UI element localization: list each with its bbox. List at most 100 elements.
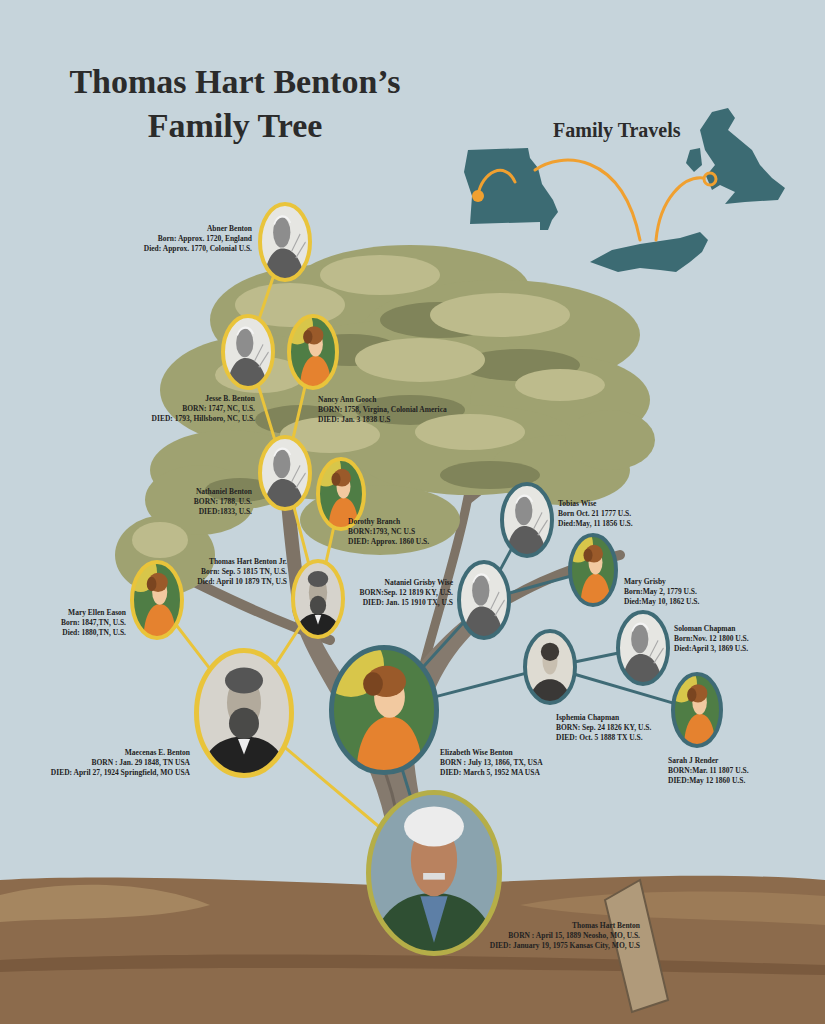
portrait-bun bbox=[332, 473, 341, 486]
family-link bbox=[177, 626, 210, 668]
portrait-frame bbox=[568, 533, 618, 607]
portrait-art bbox=[221, 314, 275, 390]
person-name: Nataniel Grisby Wise bbox=[360, 578, 454, 588]
portrait-sketch bbox=[490, 592, 504, 616]
foliage-base bbox=[115, 245, 655, 595]
life-dates: Died:April 3, 1869 U.S. bbox=[674, 644, 749, 654]
life-dates: BORN:Mar. 11 1807 U.S. bbox=[668, 766, 749, 776]
life-dates: BORN : July 13, 1866, TX, USA bbox=[440, 758, 543, 768]
portrait-picture bbox=[666, 664, 723, 748]
portrait-art bbox=[258, 435, 312, 511]
life-dates: DIED: January 19, 1975 Kansas City, MO, … bbox=[490, 941, 640, 951]
missouri-map bbox=[464, 148, 558, 230]
portrait-bun bbox=[147, 577, 157, 591]
portrait-border bbox=[132, 562, 182, 638]
portrait-head bbox=[273, 217, 290, 247]
person-caption: Sarah J RenderBORN:Mar. 11 1807 U.S.DIED… bbox=[668, 756, 749, 786]
family-link bbox=[500, 549, 511, 569]
life-dates: DIED: 1793, Hillsboro, NC, U.S. bbox=[152, 414, 255, 424]
portrait-border bbox=[369, 793, 500, 954]
portrait-art bbox=[258, 202, 312, 282]
portrait-circle: Mary GrisbyBorn:May 2, 1779 U.S.Died:May… bbox=[568, 533, 618, 607]
life-dates: Born: Sep. 5 1815 TN, U.S. bbox=[197, 567, 287, 577]
portrait-ground bbox=[616, 610, 670, 686]
life-dates: Died: Approx. 1770, Colonial U.S. bbox=[144, 244, 252, 254]
leaf-light bbox=[132, 522, 188, 558]
portrait-hair bbox=[274, 449, 290, 457]
person-caption: Nataniel Grisby WiseBORN:Sep. 12 1819 KY… bbox=[360, 578, 454, 608]
route-line bbox=[656, 178, 703, 240]
portrait-frame bbox=[221, 314, 275, 390]
tree-foliage bbox=[115, 245, 655, 595]
person-caption: Tobias WiseBorn Oct. 21 1777 U.S.Died:Ma… bbox=[558, 499, 633, 529]
portrait-frame bbox=[194, 648, 294, 778]
portrait-picture bbox=[318, 632, 439, 775]
route-line bbox=[478, 170, 515, 195]
portrait-hair bbox=[308, 571, 329, 587]
portrait-ground bbox=[457, 560, 511, 640]
life-dates: BORN: 1747, NC, U.S. bbox=[152, 404, 255, 414]
portrait-sketch bbox=[533, 512, 547, 535]
person-caption: Mary Ellen EasonBorn: 1847,TN, U.S.Died:… bbox=[61, 608, 126, 638]
leaf-light bbox=[355, 338, 485, 382]
portrait-border bbox=[673, 674, 721, 746]
life-dates: BORN:Sep. 12 1819 KY, U.S. bbox=[360, 588, 454, 598]
portrait-picture bbox=[500, 482, 554, 558]
portrait-bun bbox=[584, 549, 593, 562]
portrait-art bbox=[523, 629, 577, 705]
portrait-sketch bbox=[254, 344, 268, 367]
portrait-frame bbox=[258, 202, 312, 282]
person-name: Mary Ellen Eason bbox=[61, 608, 126, 618]
portrait-picture bbox=[291, 559, 345, 639]
portrait-circle: Jesse B. BentonBORN: 1747, NC, U.S.DIED:… bbox=[221, 314, 275, 390]
portrait-circle: Maecenas E. BentonBORN : Jan. 29 1848, T… bbox=[194, 648, 294, 778]
portrait-ground bbox=[194, 648, 294, 778]
portrait-hair bbox=[404, 807, 464, 847]
life-dates: BORN : April 15, 1889 Neosho, MO, U.S. bbox=[490, 931, 640, 941]
portrait-border bbox=[525, 631, 575, 703]
hill bbox=[520, 891, 825, 925]
portrait-bun bbox=[303, 330, 312, 344]
portrait-border bbox=[223, 316, 273, 388]
portrait-ground bbox=[258, 202, 312, 282]
portrait-frame bbox=[130, 560, 184, 640]
portrait-picture bbox=[523, 629, 577, 705]
portrait-border bbox=[502, 484, 552, 556]
person-caption: Isphemia ChapmanBORN: Sep. 24 1826 KY, U… bbox=[556, 713, 651, 743]
diagram-title: Thomas Hart Benton’s Family Tree bbox=[35, 60, 435, 148]
portrait-sketch bbox=[291, 465, 305, 488]
map-heading: Family Travels bbox=[553, 118, 681, 142]
portrait-frame bbox=[366, 790, 502, 956]
portrait-bun bbox=[363, 672, 383, 695]
portrait-head bbox=[273, 449, 290, 478]
portrait-frame bbox=[500, 482, 554, 558]
portrait-picture bbox=[616, 610, 670, 686]
person-name: Abner Benton bbox=[144, 224, 252, 234]
life-dates: BORN : Jan. 29 1848, TN USA bbox=[51, 758, 190, 768]
portrait-ground bbox=[221, 314, 275, 390]
portrait-circle: Elizabeth Wise BentonBORN : July 13, 186… bbox=[329, 645, 439, 775]
route-start bbox=[472, 190, 484, 202]
portrait-art bbox=[457, 560, 511, 640]
life-dates: DIED: March 5, 1952 MA USA bbox=[440, 768, 543, 778]
portrait-frame bbox=[457, 560, 511, 640]
portrait-frame bbox=[671, 672, 723, 748]
portrait-border bbox=[618, 612, 668, 684]
life-dates: Died:May 10, 1862 U.S. bbox=[624, 597, 699, 607]
portrait-mustache bbox=[423, 873, 445, 880]
life-dates: Died:May, 11 1856 U.S. bbox=[558, 519, 633, 529]
person-caption: Jesse B. BentonBORN: 1747, NC, U.S.DIED:… bbox=[152, 394, 255, 424]
portrait-border bbox=[197, 651, 292, 776]
family-link bbox=[259, 277, 273, 319]
life-dates: BORN: 1788, U.S. bbox=[194, 497, 252, 507]
portrait-ground bbox=[258, 435, 312, 511]
portrait-circle: Tobias WiseBorn Oct. 21 1777 U.S.Died:Ma… bbox=[500, 482, 554, 558]
portrait-frame bbox=[291, 559, 345, 639]
person-name: Mary Grisby bbox=[624, 577, 699, 587]
portrait-circle: Nancy Ann GoochBORN: 1758, Virgina, Colo… bbox=[287, 314, 339, 390]
portrait-circle: Sarah J RenderBORN:Mar. 11 1807 U.S.DIED… bbox=[671, 672, 723, 748]
person-name: Nathaniel Benton bbox=[194, 487, 252, 497]
portrait-border bbox=[260, 204, 310, 280]
life-dates: Born:Nov. 12 1800 U.S. bbox=[674, 634, 749, 644]
hill bbox=[0, 885, 210, 922]
